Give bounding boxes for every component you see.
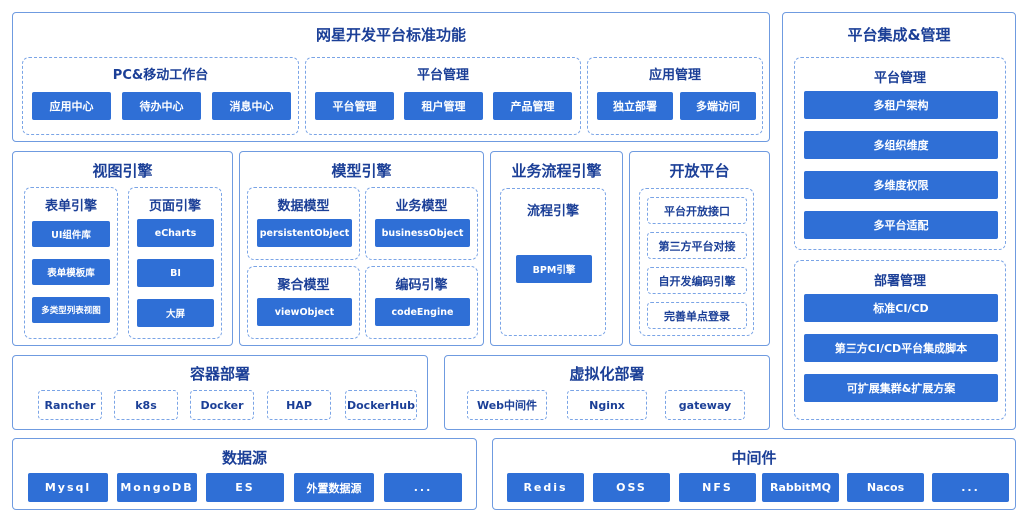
open-platform-title: 开放平台 xyxy=(669,162,730,180)
external-datasource-button[interactable]: 外置数据源 xyxy=(294,473,374,502)
platform-manage-button[interactable]: 平台管理 xyxy=(315,92,394,120)
code-engine-group: 编码引擎 codeEngine xyxy=(365,266,478,339)
pc-mobile-workbench-title: PC&移动工作台 xyxy=(112,68,209,83)
model-engine-panel: 模型引擎 数据模型 persistentObject 业务模型 business… xyxy=(239,151,484,346)
datasource-panel: 数据源 Mysql MongoDB ES 外置数据源 ... xyxy=(12,438,477,510)
aggregate-model-group: 聚合模型 viewObject xyxy=(247,266,360,339)
mysql-button[interactable]: Mysql xyxy=(28,473,108,502)
business-object-button[interactable]: businessObject xyxy=(375,219,470,247)
standalone-deploy-button[interactable]: 独立部署 xyxy=(597,92,673,120)
third-party-cicd-button[interactable]: 第三方CI/CD平台集成脚本 xyxy=(804,334,998,362)
platform-management-title: 平台管理 xyxy=(416,68,469,83)
message-center-button[interactable]: 消息中心 xyxy=(212,92,291,120)
datasource-title: 数据源 xyxy=(221,449,267,467)
rancher-item[interactable]: Rancher xyxy=(38,390,102,420)
scalable-cluster-button[interactable]: 可扩展集群&扩展方案 xyxy=(804,374,998,402)
app-center-button[interactable]: 应用中心 xyxy=(32,92,111,120)
standard-functions-panel: 网星开发平台标准功能 PC&移动工作台 应用中心 待办中心 消息中心 平台管理 … xyxy=(12,12,770,142)
business-model-group: 业务模型 businessObject xyxy=(365,187,478,260)
multi-permission-button[interactable]: 多维度权限 xyxy=(804,171,998,199)
persistent-object-button[interactable]: persistentObject xyxy=(257,219,352,247)
sso-item[interactable]: 完善单点登录 xyxy=(647,302,747,329)
business-process-title: 业务流程引擎 xyxy=(511,162,602,180)
nfs-button[interactable]: NFS xyxy=(679,473,756,502)
integration-platform-title: 平台管理 xyxy=(873,71,926,86)
view-object-button[interactable]: viewObject xyxy=(257,298,352,326)
model-engine-title: 模型引擎 xyxy=(331,162,392,180)
hap-item[interactable]: HAP xyxy=(267,390,331,420)
aggregate-model-title: 聚合模型 xyxy=(277,278,330,293)
multi-terminal-button[interactable]: 多端访问 xyxy=(680,92,756,120)
tenant-manage-button[interactable]: 租户管理 xyxy=(404,92,483,120)
es-button[interactable]: ES xyxy=(206,473,284,502)
list-view-button[interactable]: 多类型列表视图 xyxy=(32,297,110,323)
mongodb-button[interactable]: MongoDB xyxy=(117,473,197,502)
view-engine-title: 视图引擎 xyxy=(92,162,153,180)
form-engine-title: 表单引擎 xyxy=(44,199,97,214)
integration-platform-group: 平台管理 多租户架构 多组织维度 多维度权限 多平台适配 xyxy=(794,57,1006,250)
code-engine-title: 编码引擎 xyxy=(395,278,448,293)
third-party-integration-item[interactable]: 第三方平台对接 xyxy=(647,232,747,259)
docker-item[interactable]: Docker xyxy=(190,390,254,420)
view-engine-panel: 视图引擎 表单引擎 UI组件库 表单模板库 多类型列表视图 页面引擎 eChar… xyxy=(12,151,233,346)
echarts-button[interactable]: eCharts xyxy=(137,219,214,247)
rabbitmq-button[interactable]: RabbitMQ xyxy=(762,473,839,502)
app-management-group: 应用管理 独立部署 多端访问 xyxy=(587,57,763,135)
integration-title: 平台集成&管理 xyxy=(847,26,951,44)
deploy-management-title: 部署管理 xyxy=(873,274,926,289)
oss-button[interactable]: OSS xyxy=(593,473,670,502)
product-manage-button[interactable]: 产品管理 xyxy=(493,92,572,120)
nginx-item[interactable]: Nginx xyxy=(567,390,647,420)
bi-button[interactable]: BI xyxy=(137,259,214,287)
more-datasource-button[interactable]: ... xyxy=(384,473,462,502)
container-deploy-panel: 容器部署 Rancher k8s Docker HAP DockerHub xyxy=(12,355,428,430)
pc-mobile-workbench-group: PC&移动工作台 应用中心 待办中心 消息中心 xyxy=(22,57,299,135)
virtualization-deploy-title: 虚拟化部署 xyxy=(569,365,645,383)
middleware-title: 中间件 xyxy=(731,449,777,467)
flow-engine-title: 流程引擎 xyxy=(526,204,579,219)
deploy-management-group: 部署管理 标准CI/CD 第三方CI/CD平台集成脚本 可扩展集群&扩展方案 xyxy=(794,260,1006,420)
platform-management-group: 平台管理 平台管理 租户管理 产品管理 xyxy=(305,57,581,135)
bpm-engine-button[interactable]: BPM引擎 xyxy=(516,255,592,283)
gateway-item[interactable]: gateway xyxy=(665,390,745,420)
k8s-item[interactable]: k8s xyxy=(114,390,178,420)
integration-panel: 平台集成&管理 平台管理 多租户架构 多组织维度 多维度权限 多平台适配 部署管… xyxy=(782,12,1016,430)
page-engine-title: 页面引擎 xyxy=(148,199,201,214)
code-engine-button[interactable]: codeEngine xyxy=(375,298,470,326)
dockerhub-item[interactable]: DockerHub xyxy=(345,390,417,420)
redis-button[interactable]: Redis xyxy=(507,473,584,502)
form-engine-group: 表单引擎 UI组件库 表单模板库 多类型列表视图 xyxy=(24,187,118,339)
standard-functions-title: 网星开发平台标准功能 xyxy=(315,26,466,44)
more-middleware-button[interactable]: ... xyxy=(932,473,1009,502)
ui-component-button[interactable]: UI组件库 xyxy=(32,221,110,247)
open-platform-panel: 开放平台 平台开放接口 第三方平台对接 自开发编码引擎 完善单点登录 xyxy=(629,151,770,346)
flow-engine-group: 流程引擎 BPM引擎 xyxy=(500,188,606,336)
business-model-title: 业务模型 xyxy=(395,199,448,214)
middleware-panel: 中间件 Redis OSS NFS RabbitMQ Nacos ... xyxy=(492,438,1016,510)
multi-platform-button[interactable]: 多平台适配 xyxy=(804,211,998,239)
data-model-title: 数据模型 xyxy=(277,199,330,214)
data-model-group: 数据模型 persistentObject xyxy=(247,187,360,260)
form-template-button[interactable]: 表单模板库 xyxy=(32,259,110,285)
multi-tenant-button[interactable]: 多租户架构 xyxy=(804,91,998,119)
big-screen-button[interactable]: 大屏 xyxy=(137,299,214,327)
standard-cicd-button[interactable]: 标准CI/CD xyxy=(804,294,998,322)
open-api-item[interactable]: 平台开放接口 xyxy=(647,197,747,224)
web-middleware-item[interactable]: Web中间件 xyxy=(467,390,547,420)
page-engine-group: 页面引擎 eCharts BI 大屏 xyxy=(128,187,222,339)
app-management-title: 应用管理 xyxy=(648,68,701,83)
virtualization-deploy-panel: 虚拟化部署 Web中间件 Nginx gateway xyxy=(444,355,770,430)
container-deploy-title: 容器部署 xyxy=(189,365,250,383)
multi-org-button[interactable]: 多组织维度 xyxy=(804,131,998,159)
todo-center-button[interactable]: 待办中心 xyxy=(122,92,201,120)
self-dev-code-engine-item[interactable]: 自开发编码引擎 xyxy=(647,267,747,294)
business-process-panel: 业务流程引擎 流程引擎 BPM引擎 xyxy=(490,151,623,346)
nacos-button[interactable]: Nacos xyxy=(847,473,924,502)
